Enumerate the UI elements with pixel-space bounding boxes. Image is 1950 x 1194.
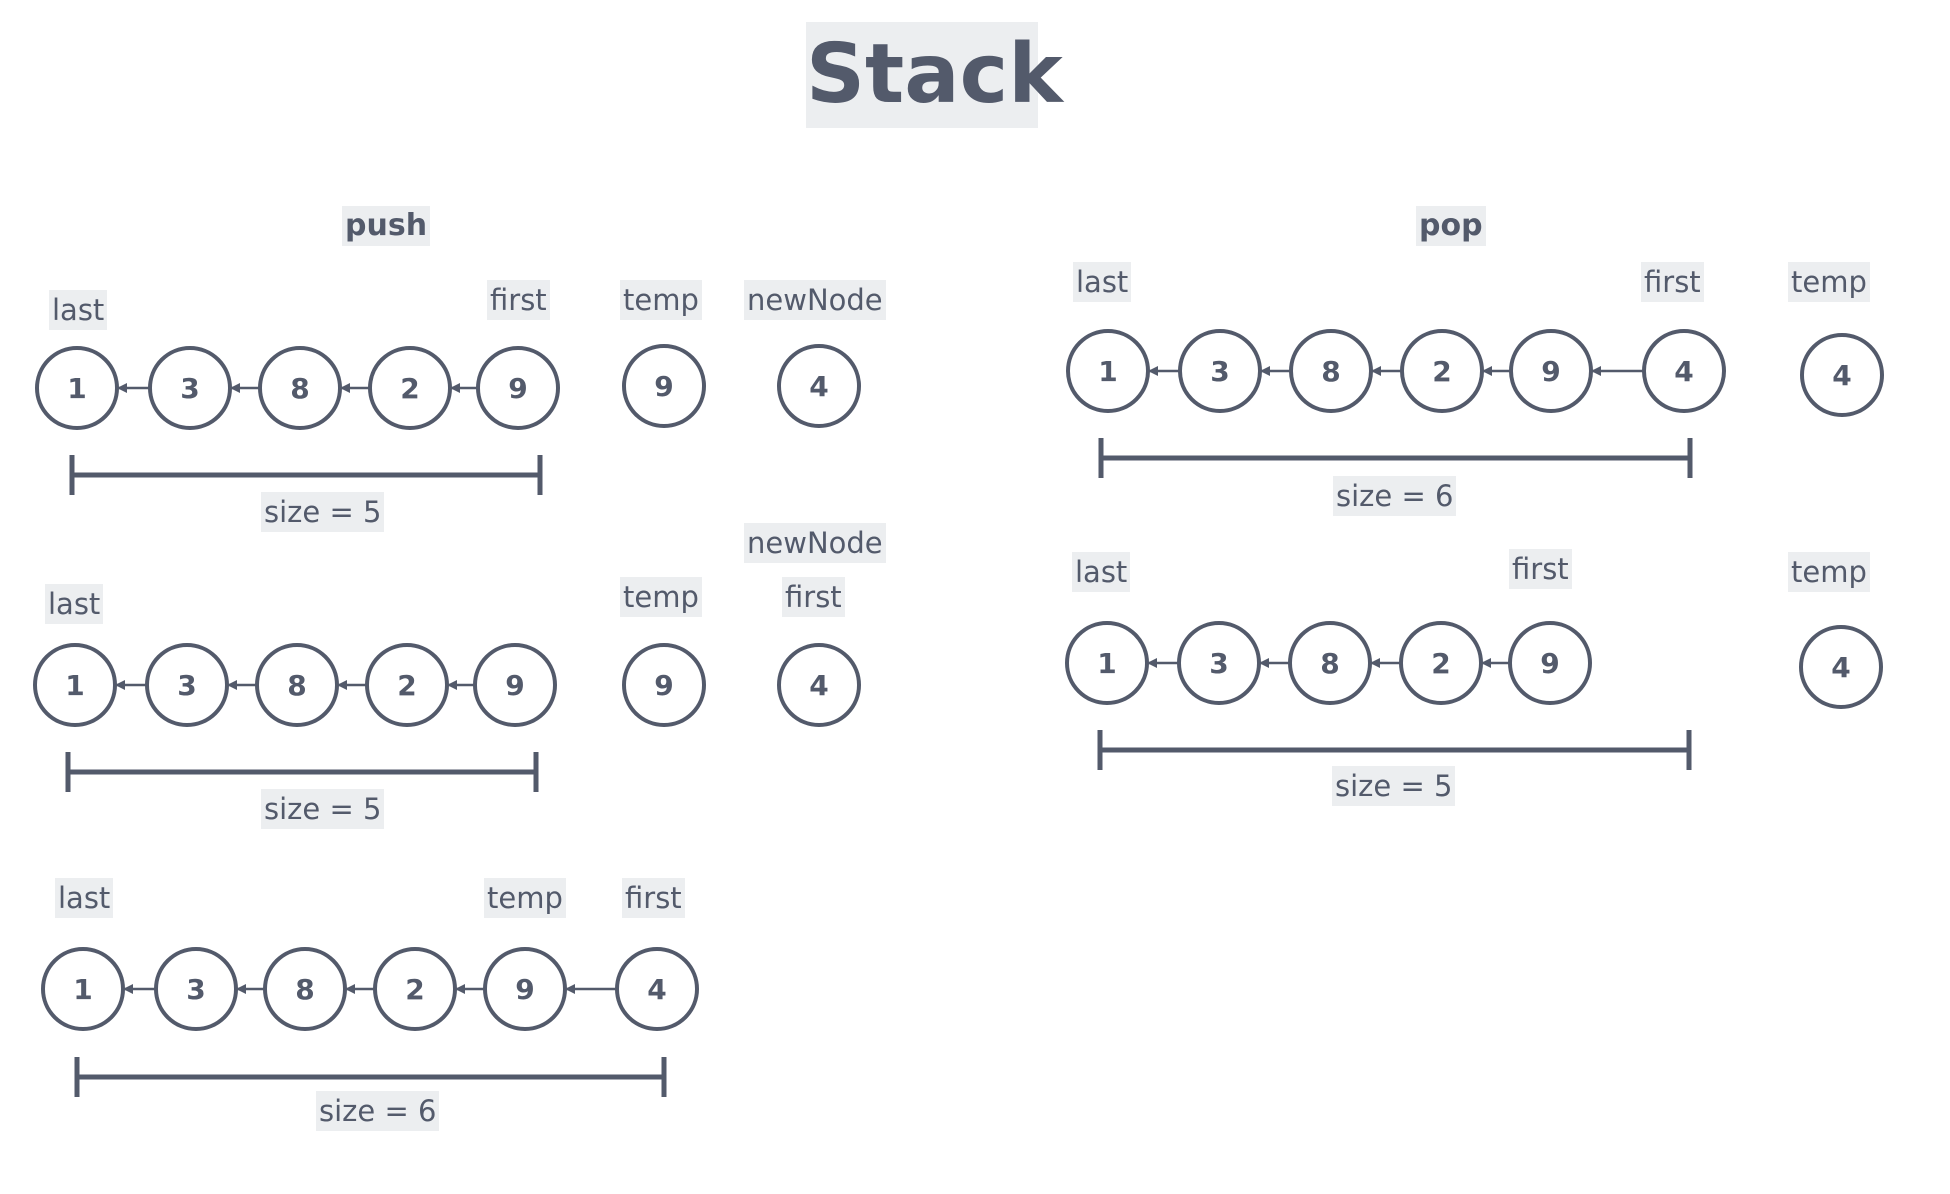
push-step2-node-4-value: 2: [397, 669, 416, 702]
pop-step2-node-5-value: 9: [1540, 647, 1559, 680]
push-step2-new-node-value: 4: [809, 669, 828, 702]
pop-step2-temp-node-circle: [1799, 625, 1883, 709]
page-title: Stack: [806, 22, 1063, 128]
push-step2-node-3-value: 8: [287, 669, 306, 702]
push-step3-last-label: last: [55, 878, 114, 918]
push-step2-temp-node-value: 9: [654, 669, 673, 702]
pop-step2-first-label: first: [1509, 549, 1572, 589]
pop-step2-node-1-value: 1: [1097, 647, 1116, 680]
pop-step1-temp-label: temp: [1788, 262, 1870, 302]
pop-step2-node-3-value: 8: [1320, 647, 1339, 680]
push-step1-node-5-value: 9: [508, 372, 527, 405]
pop-step1-temp-node-value: 4: [1832, 359, 1851, 392]
pop-heading: pop: [1416, 206, 1486, 246]
push-step1-node-4-value: 2: [400, 372, 419, 405]
push-step3-node-5-value: 9: [515, 973, 534, 1006]
pop-step1-node-1-value: 1: [1098, 355, 1117, 388]
pop-step2-node-4-value: 2: [1431, 647, 1450, 680]
push-step3-node-2-value: 3: [186, 973, 205, 1006]
push-step1-new-node-circle: [777, 344, 861, 428]
pop-step2-temp-label: temp: [1788, 552, 1870, 592]
pop-step1-size-label: size = 6: [1333, 476, 1457, 516]
push-step1-size-label: size = 5: [261, 492, 385, 532]
push-step3-node-3-value: 8: [295, 973, 314, 1006]
pop-step1-first-label: first: [1641, 262, 1704, 302]
push-step2-temp-node-circle: [622, 643, 706, 727]
push-step1-node-3-value: 8: [290, 372, 309, 405]
push-step2-new-node-circle: [777, 643, 861, 727]
push-step2-first-label: first: [782, 577, 845, 617]
push-step1-last-label: last: [49, 290, 108, 330]
push-step3-temp-label: temp: [484, 878, 566, 918]
push-step1-temp-label: temp: [620, 280, 702, 320]
push-step3-node-1-value: 1: [73, 973, 92, 1006]
push-step1-temp-node-circle: [622, 344, 706, 428]
push-step3-node-6-value: 4: [647, 973, 666, 1006]
push-step3-first-label: first: [622, 878, 685, 918]
push-step2-newnode-label: newNode: [744, 523, 886, 563]
push-step1-temp-node-value: 9: [654, 370, 673, 403]
push-step3-size-label: size = 6: [316, 1091, 440, 1131]
pop-step1-node-6-value: 4: [1674, 355, 1693, 388]
pop-step1-last-label: last: [1073, 262, 1132, 302]
push-step1-node-1-value: 1: [67, 372, 86, 405]
pop-step1-node-2-value: 3: [1210, 355, 1229, 388]
push-step2-size-label: size = 5: [261, 789, 385, 829]
push-step1-node-2-value: 3: [180, 372, 199, 405]
pop-step2-node-2-value: 3: [1209, 647, 1228, 680]
pop-step1-node-3-value: 8: [1321, 355, 1340, 388]
pop-step2-last-label: last: [1072, 552, 1131, 592]
push-step1-newnode-label: newNode: [744, 280, 886, 320]
push-step2-node-2-value: 3: [177, 669, 196, 702]
push-heading: push: [342, 206, 431, 246]
pop-step1-node-5-value: 9: [1541, 355, 1560, 388]
push-step1-first-label: first: [487, 280, 550, 320]
pop-step1-node-4-value: 2: [1432, 355, 1451, 388]
pop-step1-temp-node-circle: [1800, 333, 1884, 417]
push-step1-new-node-value: 4: [809, 370, 828, 403]
pop-step2-temp-node-value: 4: [1831, 651, 1850, 684]
pop-step2-size-label: size = 5: [1332, 766, 1456, 806]
push-step2-node-5-value: 9: [505, 669, 524, 702]
push-step2-temp-label: temp: [620, 577, 702, 617]
push-step3-node-4-value: 2: [405, 973, 424, 1006]
push-step2-last-label: last: [45, 584, 104, 624]
push-step2-node-1-value: 1: [65, 669, 84, 702]
